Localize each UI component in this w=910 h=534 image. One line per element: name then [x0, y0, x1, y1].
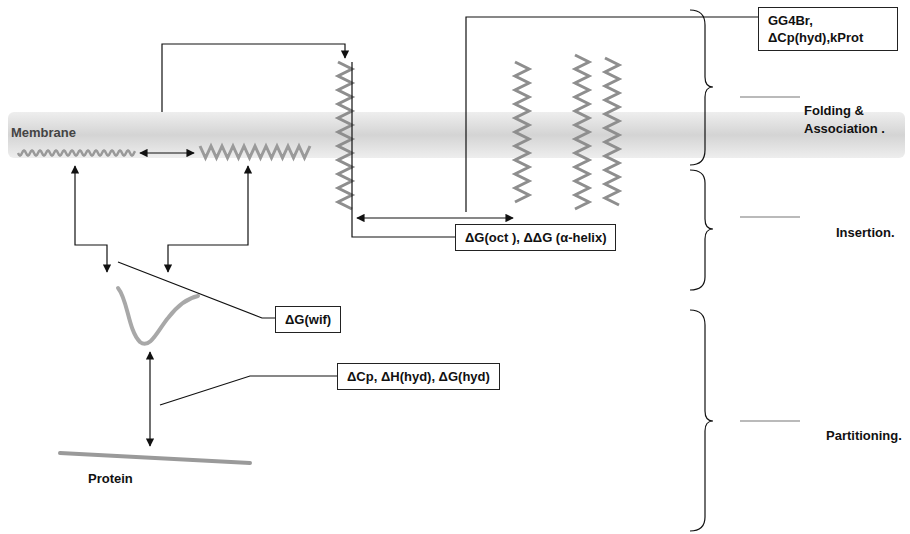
partition-arrow	[168, 166, 248, 272]
parameter-text: ΔCp, ΔH(hyd), ΔG(hyd)	[347, 368, 490, 385]
tm-helix	[575, 55, 589, 209]
parameter-text: ΔG(wif)	[285, 311, 331, 328]
membrane-label: Membrane	[11, 124, 76, 142]
leader-line	[466, 17, 758, 212]
partition-arrow	[75, 166, 107, 272]
bracket-line	[740, 420, 800, 421]
protein-label: Protein	[88, 470, 133, 488]
bracket-line	[740, 216, 800, 217]
stage-label: Insertion.	[836, 224, 895, 242]
leader-line	[118, 262, 275, 318]
tm-helix	[515, 62, 529, 202]
parameter-box: GG4Br, ΔCp(hyd),kProt	[758, 7, 898, 51]
bracket	[690, 10, 713, 165]
bracket	[690, 170, 713, 290]
parameter-text: ΔG(oct ), ΔΔG (α-helix)	[465, 229, 606, 246]
parameter-box: ΔG(wif)	[275, 306, 341, 333]
membrane-band	[8, 112, 905, 158]
parameter-box: ΔCp, ΔH(hyd), ΔG(hyd)	[337, 363, 500, 390]
insertion-arrow	[162, 44, 345, 112]
bracket	[690, 310, 713, 531]
parameter-box: ΔG(oct ), ΔΔG (α-helix)	[455, 224, 616, 251]
tm-helix	[605, 58, 619, 205]
equilibrium-arrow	[140, 152, 194, 153]
helix	[200, 146, 310, 158]
stage-label: Partitioning.	[826, 427, 902, 445]
parameter-text: GG4Br, ΔCp(hyd),kProt	[768, 12, 888, 46]
stage-label: Folding & Association .	[804, 102, 904, 138]
protein-surface	[60, 453, 250, 463]
bracket-line	[740, 96, 800, 97]
equilibrium-arrow	[357, 217, 513, 218]
unfolded-peptide	[18, 151, 135, 156]
leader-line	[352, 62, 455, 237]
tm-helix	[338, 62, 352, 209]
leader-line	[160, 376, 337, 405]
equilibrium-arrow	[149, 352, 150, 446]
unfolded-chain	[118, 288, 198, 344]
